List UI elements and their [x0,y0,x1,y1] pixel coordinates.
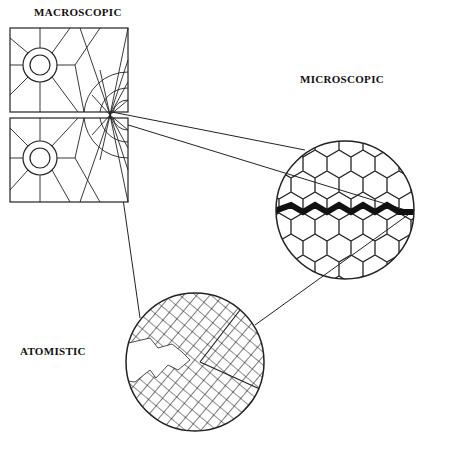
scale-label: ATOMISTIC [20,345,86,357]
specimen-mesh [10,28,128,202]
atomic-lattice [120,288,270,438]
zoom-circle [276,141,414,279]
zoom-circle [126,293,264,431]
mesh-lines [10,28,128,202]
grain-structure [270,135,420,285]
scale-label: MICROSCOPIC [300,73,384,85]
scale-label: MACROSCOPIC [34,6,122,18]
